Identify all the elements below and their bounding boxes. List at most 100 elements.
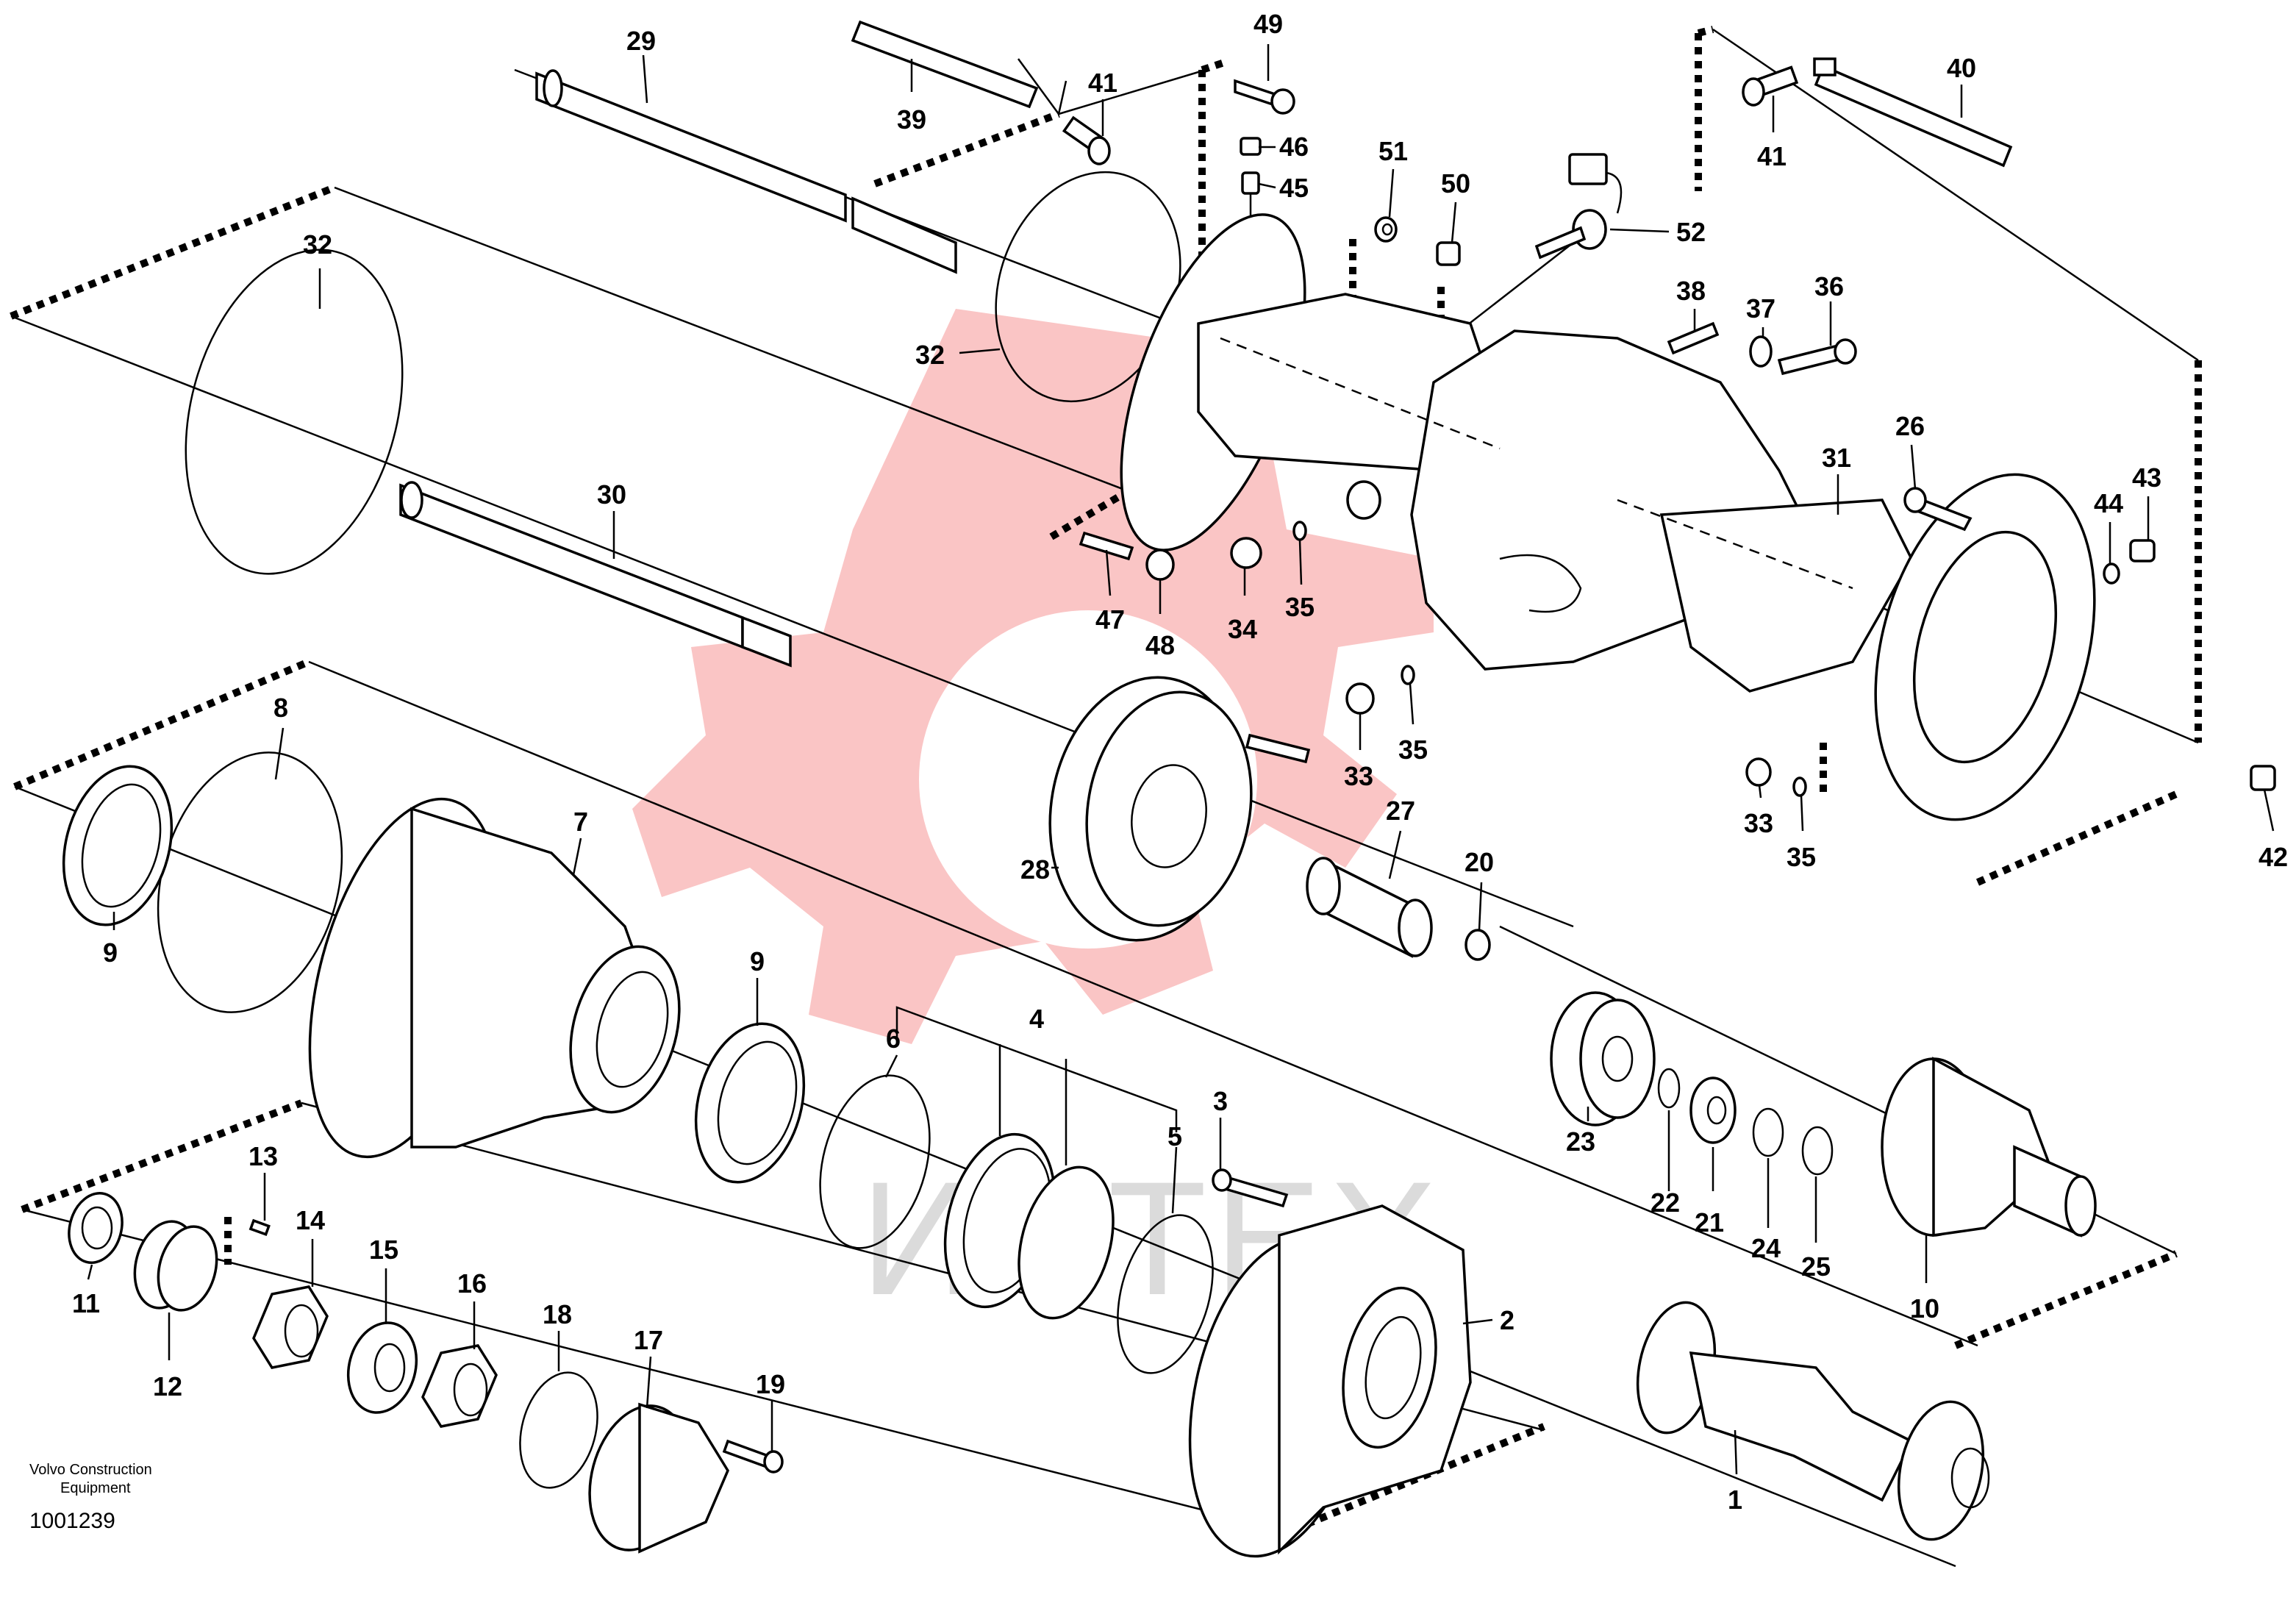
part-9-bearing-right	[694, 1022, 806, 1184]
callout-23: 23	[1566, 1126, 1595, 1157]
callout-16: 16	[457, 1268, 487, 1299]
callout-36: 36	[1814, 271, 1844, 301]
part-7-hub-carrier	[308, 797, 681, 1159]
company-name-line1: Volvo Construction	[29, 1462, 152, 1478]
part-40-rod	[1813, 57, 2013, 168]
part-28-brake-unit	[1048, 676, 1311, 942]
callout-5: 5	[1167, 1121, 1182, 1151]
callout-21: 21	[1695, 1207, 1724, 1238]
callout-15: 15	[369, 1235, 398, 1265]
callout-12: 12	[153, 1371, 182, 1401]
part-25-snap-ring	[1801, 1126, 1834, 1176]
callout-34: 34	[1228, 614, 1257, 644]
part-33-plug-b	[1745, 757, 1772, 787]
callout-27: 27	[1386, 796, 1415, 826]
callout-43: 43	[2132, 463, 2161, 493]
callout-9: 9	[750, 946, 765, 976]
part-29-axle-shaft	[535, 69, 957, 274]
part-35-washer-a	[1292, 521, 1307, 541]
callout-33: 33	[1744, 808, 1773, 838]
part-35-washer-b	[1401, 665, 1415, 685]
part-5-o-ring	[1117, 1214, 1214, 1374]
part-51-washer	[1374, 216, 1398, 243]
part-14-nut	[252, 1285, 329, 1369]
callout-48: 48	[1145, 630, 1175, 660]
callout-39: 39	[897, 104, 926, 135]
callout-7: 7	[573, 807, 588, 837]
callout-29: 29	[626, 26, 656, 56]
callout-18: 18	[543, 1299, 572, 1329]
callout-32: 32	[915, 340, 945, 370]
callout-3: 3	[1213, 1086, 1228, 1116]
callout-46: 46	[1279, 132, 1309, 162]
callout-32: 32	[303, 229, 332, 260]
caption-block: Volvo Construction Equipment 1001239	[29, 1462, 152, 1533]
callout-50: 50	[1441, 168, 1470, 199]
callout-labels: 29 39 49 41 46 45 51 50 52 40 41 32 32 3…	[72, 9, 2288, 1515]
callout-28: 28	[1020, 854, 1050, 885]
callout-2: 2	[1500, 1305, 1514, 1335]
callout-24: 24	[1751, 1233, 1781, 1263]
callout-47: 47	[1095, 604, 1125, 635]
part-33-plug-a	[1345, 682, 1375, 715]
callout-26: 26	[1895, 411, 1925, 441]
part-47-stud	[1079, 531, 1134, 561]
callout-22: 22	[1651, 1188, 1680, 1218]
callout-14: 14	[296, 1205, 325, 1235]
callout-4: 4	[1029, 1004, 1044, 1034]
part-10-planet-carrier	[1881, 1057, 2097, 1238]
callout-42: 42	[2259, 842, 2288, 872]
callout-35: 35	[1285, 592, 1315, 622]
part-16-nut	[421, 1344, 498, 1428]
part-26-bolt	[1903, 487, 1973, 532]
callout-leaders	[87, 44, 2275, 1475]
part-15-lock-washer	[346, 1321, 418, 1414]
part-41-bolt-b	[1742, 65, 1799, 107]
part-13-pin	[248, 1218, 271, 1237]
part-9-bearing-left	[62, 765, 174, 926]
callout-6: 6	[886, 1024, 901, 1054]
part-31-axle-housing	[1120, 213, 2096, 821]
part-3-wheel-bolt	[1212, 1168, 1289, 1208]
callout-52: 52	[1676, 217, 1706, 247]
part-19-bolt	[722, 1439, 784, 1474]
company-name-line2: Equipment	[60, 1480, 131, 1496]
part-18-o-ring	[519, 1371, 598, 1489]
callout-10: 10	[1910, 1293, 1939, 1324]
part-35-washer-c	[1792, 776, 1807, 797]
part-27-sun-gear	[1306, 857, 1433, 958]
callout-31: 31	[1822, 443, 1851, 473]
callout-37: 37	[1746, 293, 1775, 324]
part-21-needle-bearing	[1689, 1076, 1737, 1144]
callout-30: 30	[597, 479, 626, 510]
part-38-pin	[1667, 321, 1720, 355]
callout-1: 1	[1728, 1485, 1742, 1515]
part-36-bolt	[1777, 338, 1857, 376]
part-11-thrust-washer	[68, 1192, 124, 1264]
callout-41: 41	[1088, 68, 1117, 98]
callout-44: 44	[2094, 488, 2123, 518]
part-20-snap-ring	[1464, 929, 1491, 961]
part-46-cap	[1240, 137, 1262, 156]
part-30-axle-shaft	[399, 481, 792, 668]
part-6-o-ring	[819, 1074, 931, 1249]
callout-33: 33	[1344, 761, 1373, 791]
part-32-gasket-left	[185, 249, 404, 575]
callout-45: 45	[1279, 173, 1309, 203]
part-48-nut	[1145, 549, 1175, 581]
part-24-spacer	[1752, 1107, 1784, 1157]
part-43-plug	[2129, 539, 2156, 562]
part-44-washer	[2103, 562, 2120, 585]
callout-38: 38	[1676, 276, 1706, 306]
part-17-hub-cap	[588, 1402, 729, 1554]
part-1-complete-axle	[1636, 1301, 1990, 1541]
callout-51: 51	[1378, 136, 1408, 166]
part-23-planet-gear	[1550, 991, 1656, 1126]
callout-20: 20	[1464, 847, 1494, 877]
callout-25: 25	[1801, 1251, 1831, 1282]
part-41-bolt-a	[1062, 115, 1111, 165]
part-12-retainer	[133, 1220, 218, 1312]
part-52-sensor	[1534, 153, 1623, 260]
callout-11: 11	[72, 1288, 100, 1318]
